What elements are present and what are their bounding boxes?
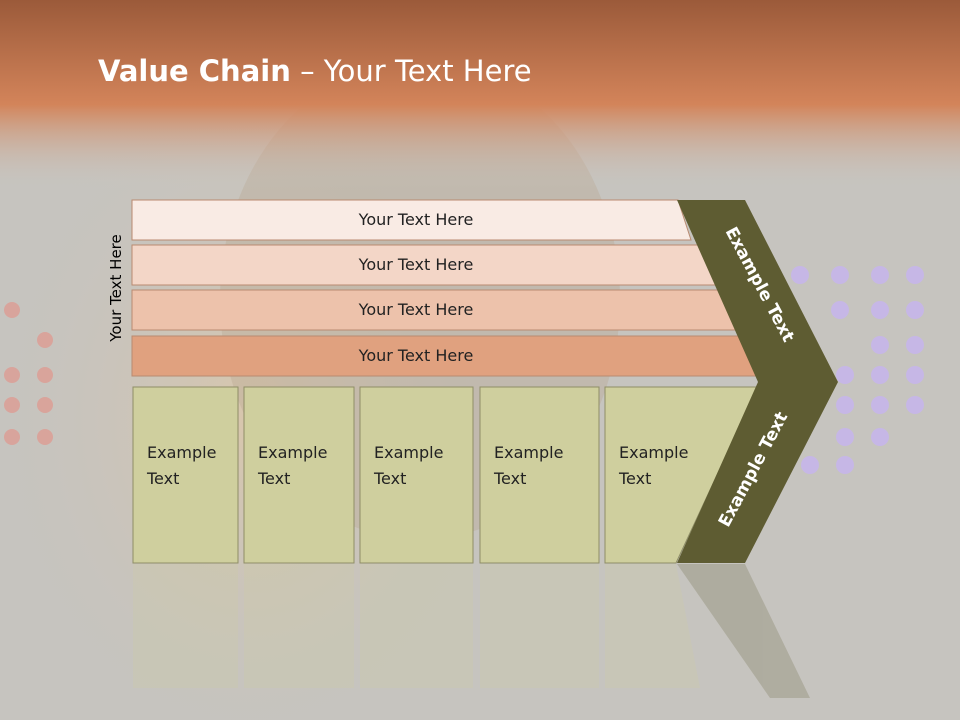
support-column-label-line2: Text: [373, 469, 406, 488]
reflection-column: [244, 564, 354, 688]
support-column-label-line2: Text: [618, 469, 651, 488]
reflection-column: [605, 564, 700, 688]
slide-title: Value Chain – Your Text Here: [98, 54, 532, 88]
slide-title-rest: – Your Text Here: [290, 54, 532, 88]
reflection-column: [360, 564, 473, 688]
diagram-reflection: [133, 564, 810, 698]
support-column-label-line2: Text: [493, 469, 526, 488]
support-column-label-line2: Text: [146, 469, 179, 488]
support-column-label-line2: Text: [257, 469, 290, 488]
activity-bar: [131, 199, 692, 241]
support-column: [243, 386, 355, 564]
reflection-column: [133, 564, 238, 688]
reflection-column: [480, 564, 599, 688]
support-column-label-line1: Example: [374, 443, 443, 462]
support-column-label-line1: Example: [147, 443, 216, 462]
support-column-label-line1: Example: [494, 443, 563, 462]
activity-bar-label: Your Text Here: [358, 346, 474, 365]
support-column: [604, 386, 759, 564]
support-column-label-line1: Example: [258, 443, 327, 462]
activity-bar-label: Your Text Here: [358, 300, 474, 319]
activity-bar-label: Your Text Here: [358, 255, 474, 274]
activity-bar-label: Your Text Here: [358, 210, 474, 229]
value-chevron: [677, 200, 838, 563]
support-column-label-line1: Example: [619, 443, 688, 462]
support-column: [479, 386, 600, 564]
reflection-chevron: [677, 564, 810, 698]
support-column: [132, 386, 239, 564]
support-column: [359, 386, 474, 564]
slide-title-bold: Value Chain: [98, 54, 291, 88]
